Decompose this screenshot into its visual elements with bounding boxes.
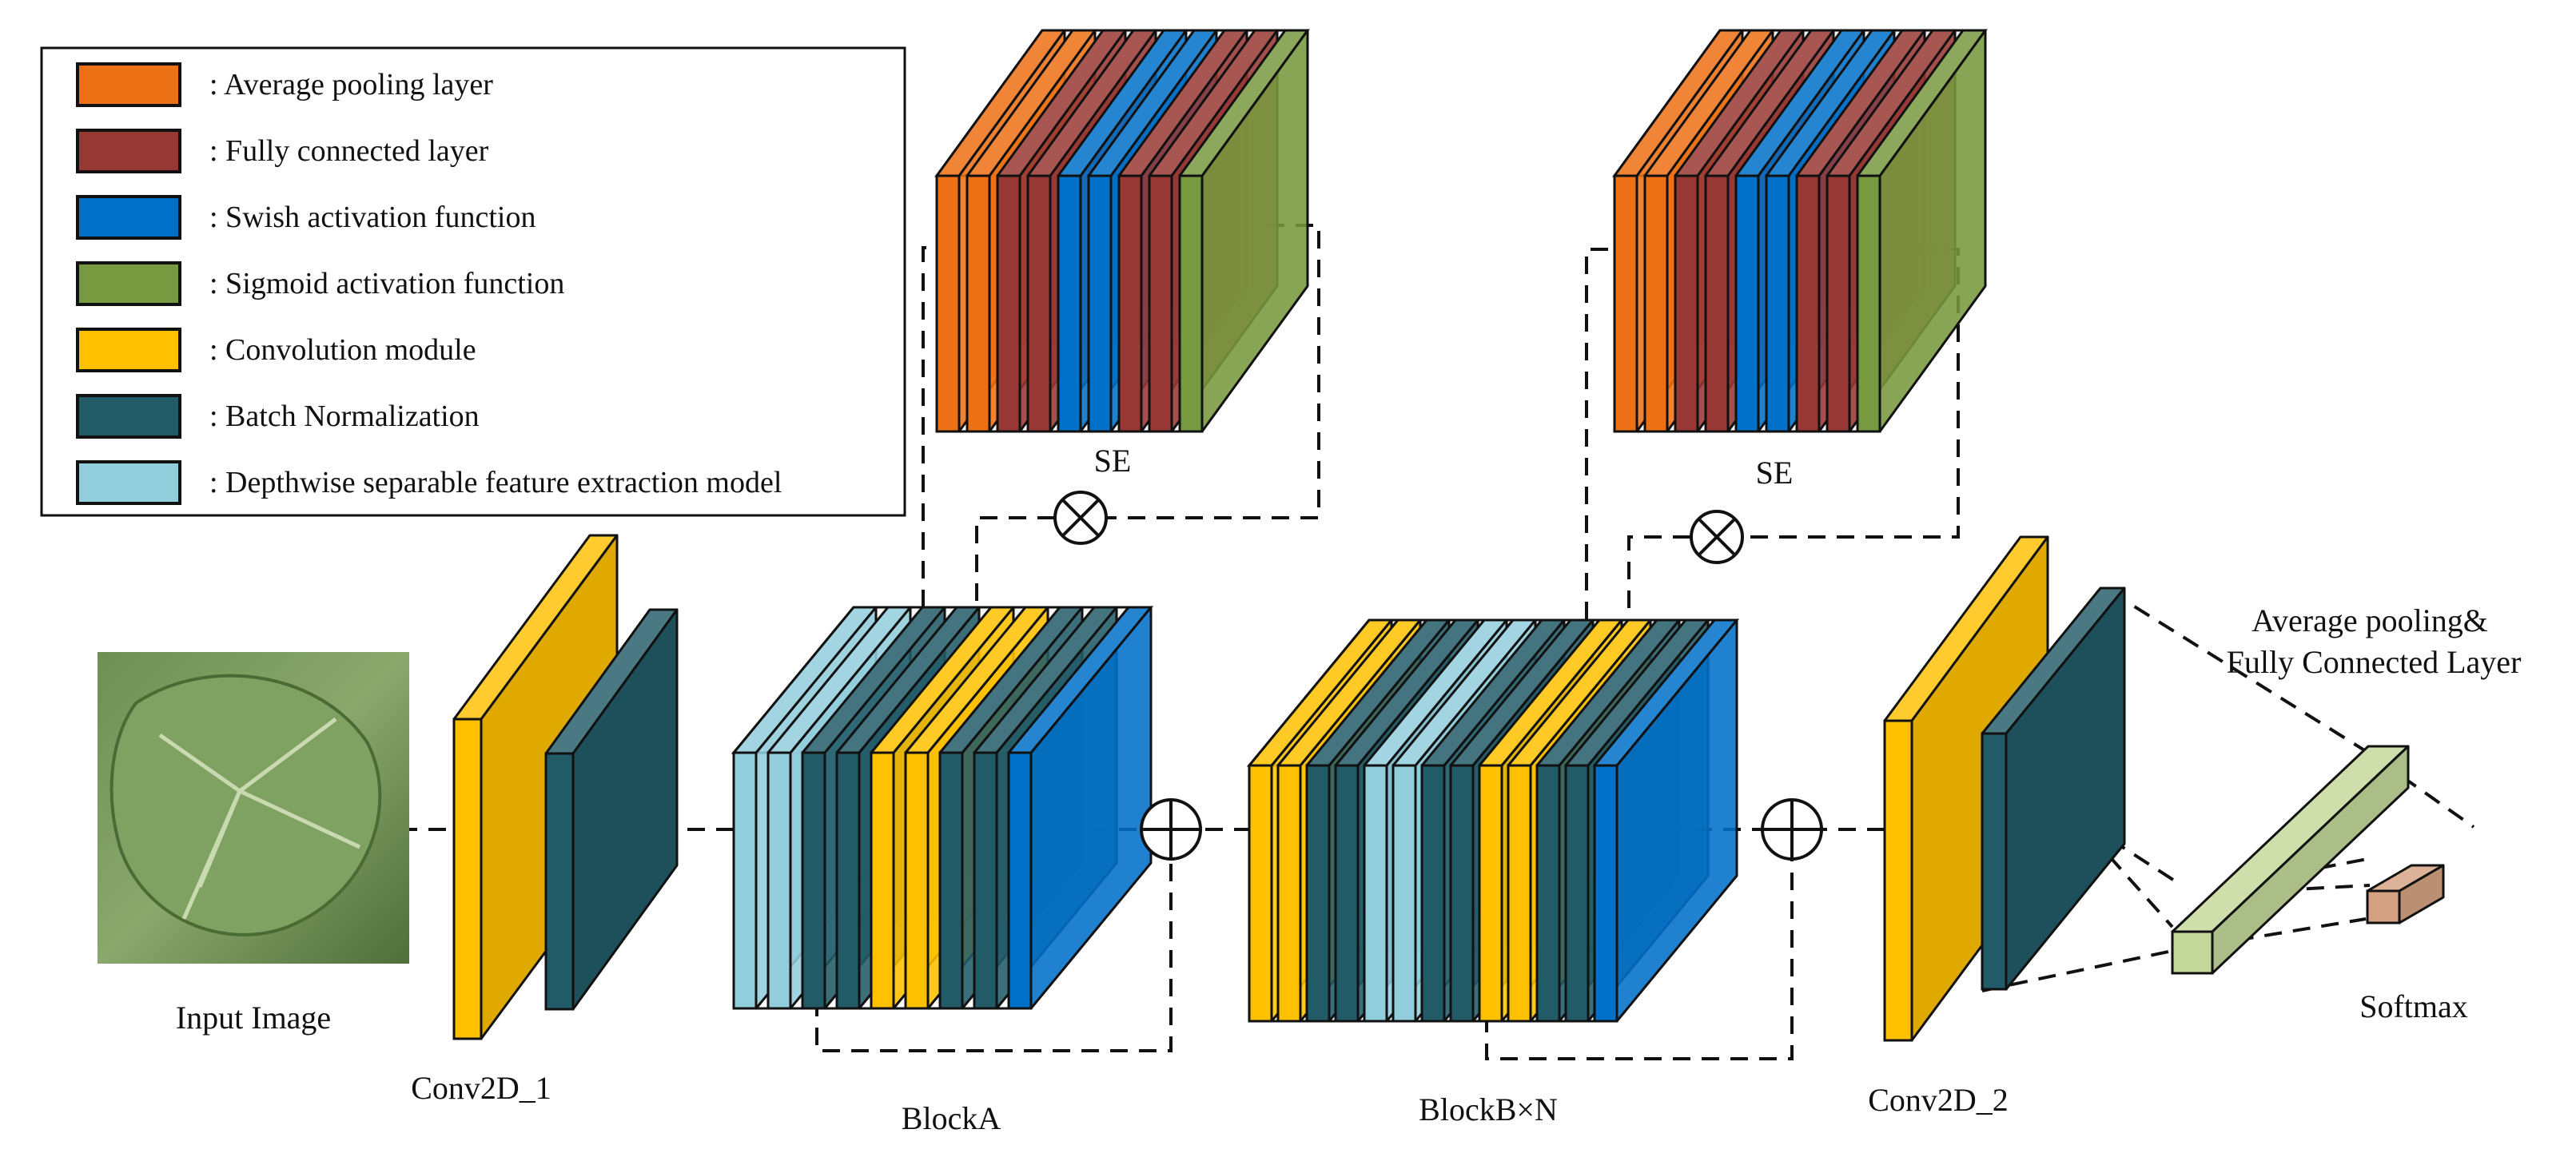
se-block-1 [934,29,1310,433]
blocka-layer-9-swish [1007,751,1033,1010]
blockb-stack [1246,618,1740,1023]
se2-layer-6-swish [1765,174,1790,433]
blockb-layer-6-depthwise [1392,764,1417,1023]
leaf-veins [158,718,361,920]
se1-layer-5-swish [1057,174,1082,433]
conv2d-2-conv-slab [1883,535,2049,1042]
blockb-layer-1-conv [1248,764,1273,1023]
blocka-label: BlockA [902,1100,1001,1136]
legend-label-fully_connected: : Fully connected layer [209,134,489,168]
blockb-layer-12-batch_norm [1564,764,1590,1023]
multiply-operator-1 [1053,491,1108,545]
se1-scale-line [975,516,1055,607]
classification-head [2171,745,2445,975]
se2-output-line [1742,248,1960,539]
blockb-layer-11-batch_norm [1535,764,1561,1023]
se2-scale-line [1627,535,1690,619]
se2-layer-7-fully_connected [1795,174,1821,433]
se1-layer-8-fully_connected [1148,174,1173,433]
conv2d-1-label: Conv2D_1 [411,1070,551,1106]
legend-label-batch_norm: : Batch Normalization [209,400,480,433]
se2-layer-4-fully_connected [1704,174,1730,433]
blockb-layer-3-batch_norm [1305,764,1331,1023]
legend-swatch-sigmoid [76,261,181,306]
se1-input-line [922,246,939,607]
head-label-line-2: Fully Connected Layer [2227,644,2522,680]
blocka-layer-5-conv [870,751,895,1010]
se-1-label: SE [1094,443,1132,479]
multiply-operator-2 [1690,510,1744,564]
head-line-d [2261,857,2368,881]
input-image-label: Input Image [176,1000,331,1036]
se-block-2 [1612,29,1988,433]
se1-layer-7-fully_connected [1117,174,1143,433]
se1-layer-1-avg_pool [935,174,961,433]
se1-layer-9-sigmoid [1178,174,1204,433]
legend-swatch-depthwise [76,460,181,505]
blocka-layer-8-batch_norm [973,751,998,1010]
legend-label-sigmoid: : Sigmoid activation function [209,267,564,300]
blockb-layer-5-depthwise [1363,764,1388,1023]
se2-layer-8-fully_connected [1825,174,1851,433]
leaf-shape [109,674,382,936]
se1-layer-4-fully_connected [1026,174,1052,433]
conv2d-1-bn-slab [544,608,679,1011]
conv2d-2-label: Conv2D_2 [1868,1082,2009,1118]
blockb-layer-13-swish [1593,764,1618,1023]
blockb-layer-8-batch_norm [1449,764,1475,1023]
blocka-layer-6-conv [904,751,930,1010]
legend-swatch-conv [76,328,181,372]
se2-layer-2-avg_pool [1643,174,1669,433]
legend-swatch-batch_norm [76,394,181,439]
legend-swatch-fully_connected [76,129,181,173]
softmax-block [2366,864,2445,924]
se1-layer-2-avg_pool [966,174,991,433]
add-operator-1 [1140,798,1202,861]
blocka-layer-7-batch_norm [938,751,964,1010]
blockb-layer-2-conv [1276,764,1302,1023]
blocka-layer-4-batch_norm [835,751,861,1010]
blockb-layer-10-conv [1507,764,1532,1023]
blocka-stack [731,606,1154,1010]
blocka-layer-2-depthwise [766,751,792,1010]
input-image [98,652,409,964]
blocka-skip-connection [815,857,1173,1052]
blockb-label: BlockB×N [1419,1091,1558,1127]
se2-layer-1-avg_pool [1613,174,1638,433]
se2-input-line [1585,248,1613,619]
se1-layer-6-swish [1087,174,1113,433]
blockb-layer-7-batch_norm [1420,764,1446,1023]
se2-layer-9-sigmoid [1856,174,1881,433]
head-fc-bar [2171,745,2410,975]
blockb-layer-4-batch_norm [1334,764,1360,1023]
legend-label-swish: : Swish activation function [209,201,536,234]
legend-items: : Average pooling layer : Fully connected… [76,62,782,505]
add-operator-2 [1761,798,1823,861]
blocka-layer-3-batch_norm [801,751,826,1010]
legend-label-avg_pool: : Average pooling layer [209,68,493,101]
legend-swatch-swish [76,195,181,240]
conv2d-2-bn-slab [1981,586,2126,991]
legend-label-conv: : Convolution module [209,333,476,367]
head-line-bottom [1981,917,2367,992]
blocka-layer-1-depthwise [732,751,758,1010]
se-2-label: SE [1756,455,1794,491]
legend-swatch-avg_pool [76,62,181,107]
legend: : Average pooling layer : Fully connected… [40,46,906,517]
conv2d-2-layer [1883,535,2126,1042]
legend-frame [40,46,906,517]
se2-layer-5-swish [1734,174,1760,433]
softmax-label: Softmax [2359,988,2468,1024]
head-label-line-1: Average pooling& [2252,602,2488,638]
se1-layer-3-fully_connected [996,174,1021,433]
blockb-layer-9-conv [1478,764,1503,1023]
conv2d-1-layer [452,534,679,1040]
legend-label-depthwise: : Depthwise separable feature extraction… [209,466,782,499]
se2-layer-3-fully_connected [1674,174,1699,433]
